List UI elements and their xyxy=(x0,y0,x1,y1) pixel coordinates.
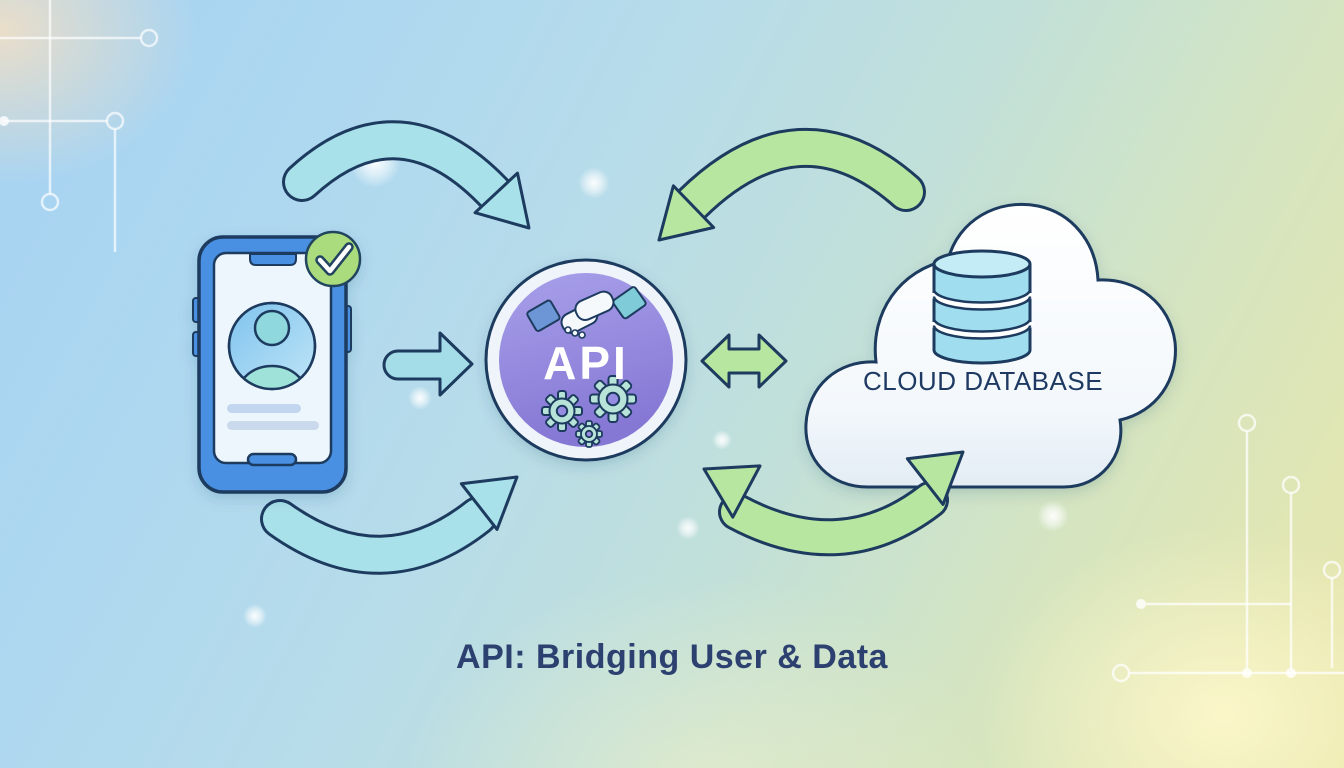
phone-notch xyxy=(249,253,297,266)
glow-dot xyxy=(243,604,267,628)
arrow-phone-to-api-straight xyxy=(382,331,474,397)
glow-dot xyxy=(676,516,700,540)
arrow-cloud-to-api-top xyxy=(657,127,926,242)
cloud-database-label: CLOUD DATABASE xyxy=(862,366,1104,396)
arrow-phone-to-api-top xyxy=(282,120,531,230)
home-indicator xyxy=(246,452,298,467)
diagram-title: API: Bridging User & Data xyxy=(456,638,888,676)
arrow-phone-to-api-bottom xyxy=(260,475,519,575)
circuit-decoration-top-left xyxy=(0,0,159,252)
database-cylinder-icon xyxy=(930,249,1034,365)
arrow-api-cloud-double xyxy=(700,333,788,389)
cloud-node xyxy=(804,202,1177,489)
glow-dot xyxy=(712,430,732,450)
profile-text-line xyxy=(227,404,301,413)
api-label: API xyxy=(543,337,629,389)
gear-icon xyxy=(575,420,603,448)
phone-node xyxy=(192,230,362,494)
glow-dot xyxy=(1037,500,1069,532)
circuit-decoration-bottom-right xyxy=(1111,413,1344,683)
glow-dot xyxy=(578,167,610,199)
gears-icon xyxy=(541,375,637,448)
handshake-icon xyxy=(526,286,647,339)
check-circle-icon xyxy=(304,230,362,288)
api-node xyxy=(484,258,688,462)
glow-dot xyxy=(408,386,432,410)
gear-icon xyxy=(589,375,637,423)
arrow-api-cloud-curved-double xyxy=(702,450,965,557)
gear-icon xyxy=(541,390,583,432)
profile-text-line xyxy=(227,421,319,430)
